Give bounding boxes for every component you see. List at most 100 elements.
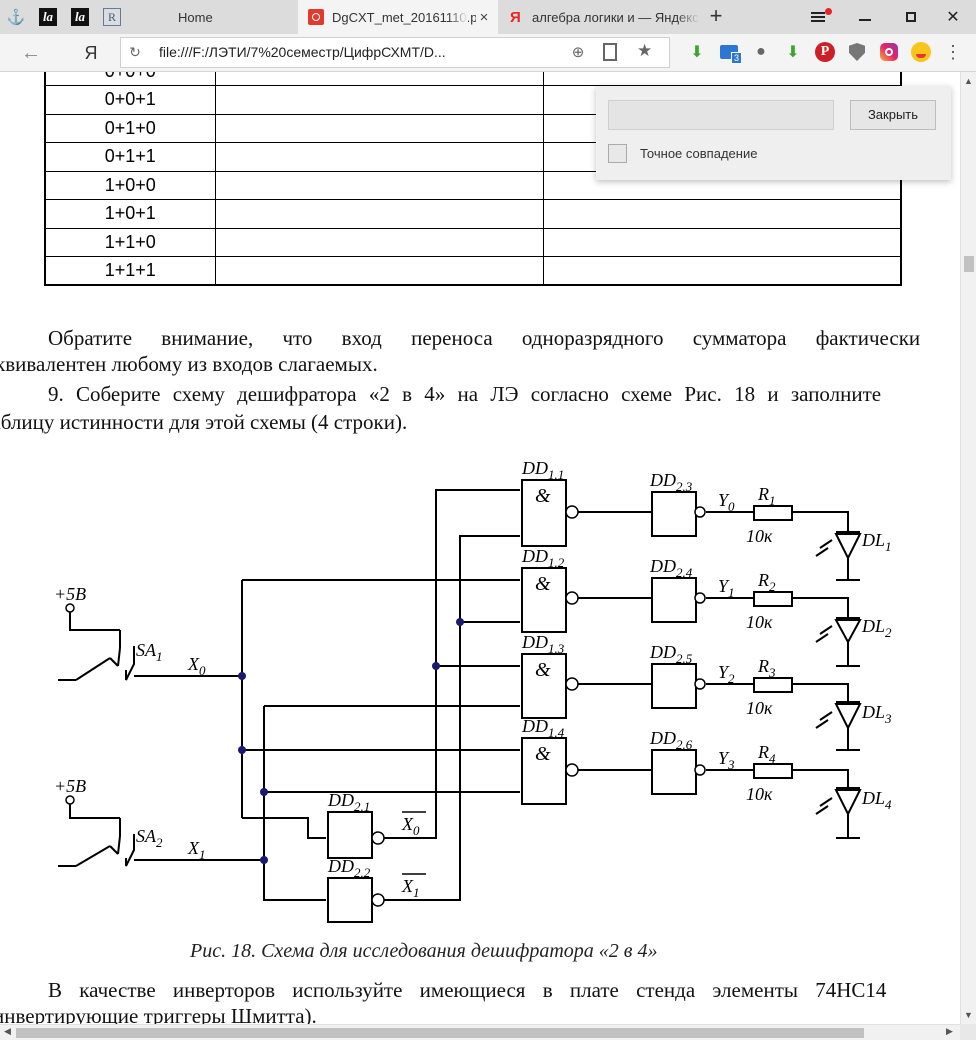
download-extension-icon[interactable]: ⬇	[690, 44, 704, 61]
page-icon[interactable]	[603, 43, 617, 61]
table-cell-input: 0+0+1	[44, 85, 216, 115]
resistor-value: 10к	[746, 784, 773, 804]
tab-close-button[interactable]: ×	[479, 8, 489, 26]
vertical-scrollbar[interactable]: ▲ ▼	[960, 72, 976, 1024]
svg-text:X0: X0	[187, 654, 206, 678]
table-cell-empty	[214, 227, 544, 257]
table-row: 1+0+1	[44, 199, 902, 229]
output-y-label: Y3	[718, 748, 735, 772]
figure-caption: Рис. 18. Схема для исследования дешифрат…	[190, 940, 658, 962]
window-close-button[interactable]: ✕	[930, 0, 976, 34]
minimize-icon	[859, 19, 871, 21]
power-label-2: +5В	[54, 776, 86, 796]
table-row: 1+1+0	[44, 227, 902, 257]
horizontal-scrollbar[interactable]: ◀ ▶	[0, 1024, 960, 1040]
pinterest-icon[interactable]: P	[814, 41, 836, 63]
table-cell-empty	[214, 256, 544, 286]
table-cell-empty	[542, 72, 902, 86]
download-extension-icon-2[interactable]: ⬇	[786, 44, 800, 61]
pinned-tab-r[interactable]: R	[98, 4, 126, 30]
svg-text:SA1: SA1	[136, 640, 163, 664]
tab-yandex[interactable]: Я алгебра логики и — Яндекс	[500, 0, 700, 34]
resistor-label: R1	[757, 484, 776, 508]
find-input[interactable]	[608, 100, 834, 130]
led-label: DL4	[861, 788, 892, 812]
resistor-value: 10к	[746, 698, 773, 718]
maximize-icon	[906, 12, 916, 22]
inverter-label: DD2.3	[649, 470, 693, 494]
tab-home[interactable]: Home	[126, 0, 296, 34]
svg-text:DD2.1: DD2.1	[327, 790, 370, 814]
table-cell-empty	[214, 113, 544, 143]
mail-extension-icon[interactable]	[718, 41, 743, 64]
instagram-icon[interactable]	[878, 41, 900, 63]
decoder-schematic: +5В +5В SA1 SA2 X0 X1 X0 X1 DD2.1 DD2.2 …	[54, 458, 892, 923]
inverter-label: DD2.5	[649, 642, 693, 666]
hamburger-icon	[811, 12, 825, 22]
resistor-value: 10к	[746, 526, 773, 546]
and-gate-label: DD1.1	[521, 458, 564, 482]
table-row: 1+1+1	[44, 256, 902, 286]
tab-pdf-active[interactable]: DgCXT_met_20161110.pdf ×	[298, 0, 498, 34]
paragraph-line: таблицу истинности для этой схемы (4 стр…	[0, 410, 408, 434]
svg-text:DD2.2: DD2.2	[327, 856, 371, 880]
r-icon: R	[103, 8, 121, 26]
new-tab-button[interactable]: +	[709, 3, 723, 28]
output-y-label: Y0	[718, 490, 735, 514]
notification-dot	[825, 8, 832, 15]
la-icon: la	[39, 8, 57, 26]
zoom-icon[interactable]: ⊕	[571, 44, 585, 61]
close-icon: ✕	[946, 9, 960, 26]
exact-match-label: Точное совпадение	[640, 146, 758, 161]
svg-text:X1: X1	[401, 876, 420, 900]
table-cell-input: 0+1+1	[44, 142, 216, 172]
vertical-scroll-thumb[interactable]	[964, 256, 974, 272]
bulb-extension-icon[interactable]: ●	[756, 43, 766, 60]
yandex-icon: Я	[510, 9, 521, 26]
resistor-label: R4	[757, 742, 776, 766]
svg-text:SA2: SA2	[136, 826, 163, 850]
led-label: DL3	[861, 702, 892, 726]
and-symbol: &	[535, 743, 551, 765]
shield-icon[interactable]	[846, 41, 868, 63]
output-y-label: Y1	[718, 576, 735, 600]
pdf-page: 0+0+00+0+10+1+00+1+11+0+01+0+11+1+01+1+1…	[0, 72, 960, 1024]
url-field[interactable]: ↻ file:///F:/ЛЭТИ/7%20семестр/ЦифрСХМТ/D…	[120, 37, 670, 68]
minimize-button[interactable]	[842, 0, 888, 34]
resistor-value: 10к	[746, 612, 773, 632]
inverter-label: DD2.6	[649, 728, 693, 752]
scroll-down-icon[interactable]: ▼	[964, 1010, 973, 1020]
bookmark-star-icon[interactable]: ★	[637, 41, 653, 60]
more-extensions-icon[interactable]: ⋮	[944, 41, 962, 62]
anchor-icon: ⚓	[6, 9, 26, 26]
browser-menu-button[interactable]	[795, 0, 841, 34]
pinned-tab-la-1[interactable]: la	[34, 4, 62, 30]
yandex-home-button[interactable]: Я	[84, 43, 98, 63]
pinned-tab-anchor[interactable]: ⚓	[2, 4, 30, 30]
truth-table: 0+0+00+0+10+1+00+1+11+0+01+0+11+1+01+1+1	[44, 72, 902, 286]
find-close-button[interactable]: Закрыть	[850, 100, 936, 130]
scroll-left-icon[interactable]: ◀	[4, 1026, 11, 1036]
inverter-label: DD2.4	[649, 556, 693, 580]
led-label: DL1	[861, 530, 892, 554]
scroll-up-icon[interactable]: ▲	[964, 76, 973, 86]
pdf-icon	[308, 9, 324, 25]
maximize-button[interactable]	[888, 0, 934, 34]
table-cell-input: 0+1+0	[44, 113, 216, 143]
table-cell-empty	[214, 72, 544, 86]
table-cell-empty	[542, 199, 902, 229]
find-in-page-panel: Закрыть Точное совпадение	[596, 86, 951, 180]
horizontal-scroll-thumb[interactable]	[16, 1028, 864, 1038]
resistor-label: R3	[757, 656, 776, 680]
led-label: DL2	[861, 616, 892, 640]
emoji-extension-icon[interactable]	[910, 41, 932, 63]
back-button[interactable]: ←	[21, 42, 41, 64]
refresh-icon[interactable]: ↻	[129, 44, 141, 60]
table-cell-empty	[214, 85, 544, 115]
pinned-tab-la-2[interactable]: la	[66, 4, 94, 30]
tab-home-label: Home	[178, 9, 213, 25]
table-row: 0+0+0	[44, 72, 902, 86]
exact-match-checkbox[interactable]	[608, 144, 627, 163]
scroll-right-icon[interactable]: ▶	[946, 1026, 953, 1036]
table-cell-empty	[214, 170, 544, 200]
